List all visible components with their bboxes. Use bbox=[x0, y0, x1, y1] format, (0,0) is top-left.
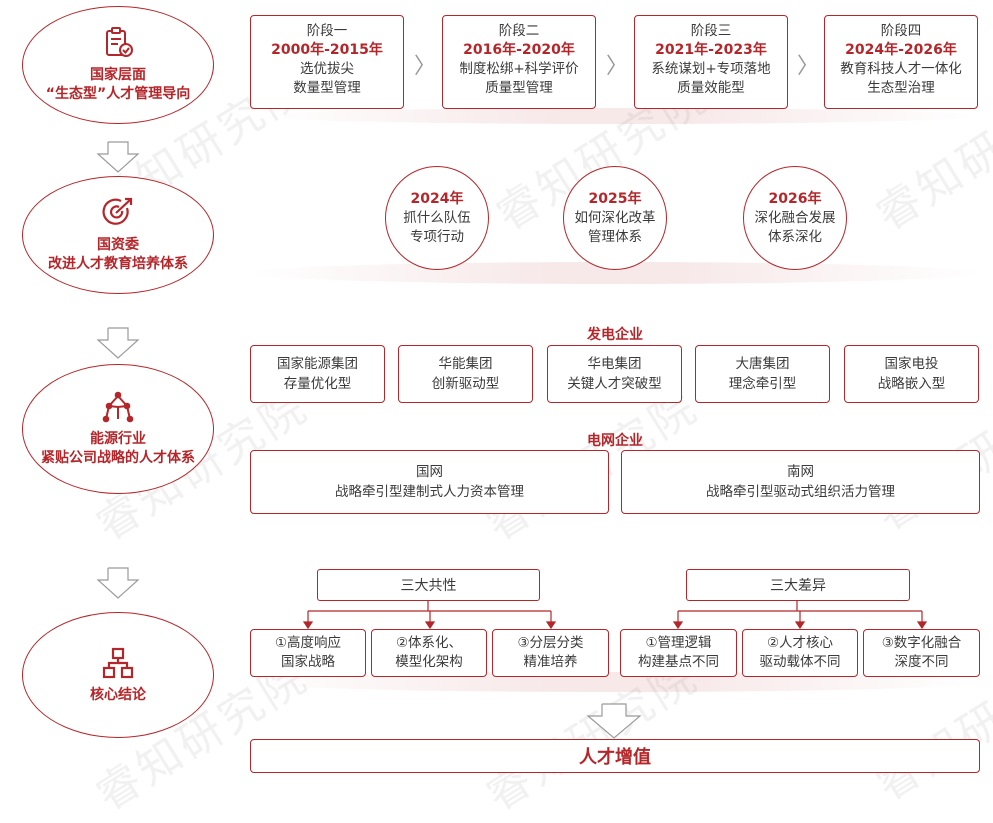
target-icon bbox=[102, 197, 133, 225]
stage-years: 2024年-2026年 bbox=[845, 42, 957, 58]
stage-years: 2021年-2023年 bbox=[655, 42, 767, 58]
stage-card: 阶段二 2016年-2020年 制度松绑+科学评价 质量型管理 bbox=[442, 15, 596, 109]
commons-title: 三大共性 bbox=[317, 569, 540, 601]
point-line: ②人才核心 bbox=[766, 635, 834, 651]
company-type: 存量优化型 bbox=[283, 376, 352, 392]
stage-line: 数量型管理 bbox=[293, 80, 361, 96]
down-arrow-icon bbox=[96, 327, 140, 359]
stage-line: 系统谋划+专项落地 bbox=[651, 61, 771, 77]
sidebar-conclusion: 核心结论 bbox=[22, 612, 214, 738]
final-result: 人才增值 bbox=[250, 739, 980, 773]
company-card: 国网 战略牵引型建制式人力资本管理 bbox=[250, 450, 609, 514]
stage-line: 制度松绑+科学评价 bbox=[459, 61, 579, 77]
company-card: 国家电投 战略嵌入型 bbox=[844, 345, 979, 403]
stage-line: 质量效能型 bbox=[677, 80, 745, 96]
point-line: 精准培养 bbox=[523, 654, 578, 670]
company-name: 国家电投 bbox=[884, 356, 939, 372]
org-chart-icon bbox=[102, 647, 134, 678]
circle-line: 体系深化 bbox=[768, 228, 822, 245]
circle-line: 专项行动 bbox=[410, 228, 464, 245]
down-arrow-icon bbox=[96, 141, 140, 173]
point-line: 构建基点不同 bbox=[638, 654, 719, 670]
point-line: 国家战略 bbox=[281, 654, 335, 670]
sidebar-national: 国家层面“生态型”人才管理导向 bbox=[22, 6, 214, 124]
company-card: 华能集团 创新驱动型 bbox=[398, 345, 533, 403]
company-type: 战略嵌入型 bbox=[877, 376, 946, 392]
point-line: 驱动载体不同 bbox=[759, 654, 841, 670]
point-line: ①管理逻辑 bbox=[645, 635, 712, 651]
company-name: 华能集团 bbox=[438, 356, 493, 372]
section-label-grid: 电网企业 bbox=[587, 433, 643, 449]
point-line: ③分层分类 bbox=[517, 635, 584, 651]
chevron-right-icon: 〉 bbox=[606, 54, 629, 79]
stage-line: 教育科技人才一体化 bbox=[840, 61, 962, 77]
stage-name: 阶段三 bbox=[690, 23, 732, 39]
sidebar-sasac: 国资委改进人才教育培养体系 bbox=[22, 176, 214, 294]
year-circle: 2024年 抓什么队伍 专项行动 bbox=[385, 166, 489, 270]
stage-years: 2016年-2020年 bbox=[463, 42, 575, 58]
year-circle: 2026年 深化融合发展 体系深化 bbox=[743, 166, 847, 270]
common-point-card: ①高度响应 国家战略 bbox=[250, 629, 366, 677]
clipboard-check-icon bbox=[106, 27, 133, 57]
company-type: 理念牵引型 bbox=[728, 376, 797, 392]
circle-line: 如何深化改革 bbox=[574, 209, 656, 226]
stage-name: 阶段二 bbox=[498, 23, 540, 39]
sidebar-title: 核心结论 bbox=[90, 686, 146, 703]
company-name: 大唐集团 bbox=[735, 356, 790, 372]
point-line: ②体系化、 bbox=[395, 635, 463, 651]
circle-line: 深化融合发展 bbox=[754, 209, 836, 226]
company-type: 战略牵引型驱动式组织活力管理 bbox=[706, 484, 895, 500]
stage-name: 阶段四 bbox=[880, 23, 922, 39]
stage-card: 阶段三 2021年-2023年 系统谋划+专项落地 质量效能型 bbox=[634, 15, 788, 109]
company-type: 关键人才突破型 bbox=[567, 376, 662, 392]
company-card: 南网 战略牵引型驱动式组织活力管理 bbox=[621, 450, 980, 514]
common-point-card: ③分层分类 精准培养 bbox=[492, 629, 609, 677]
point-line: 深度不同 bbox=[894, 654, 949, 670]
stage-line: 生态型治理 bbox=[867, 80, 935, 96]
circle-line: 抓什么队伍 bbox=[403, 209, 471, 226]
shadow-band bbox=[260, 108, 980, 124]
stage-line: 质量型管理 bbox=[485, 80, 553, 96]
sidebar-title: 国家层面“生态型”人才管理导向 bbox=[45, 67, 191, 102]
circle-year: 2026年 bbox=[768, 190, 822, 207]
network-nodes-icon bbox=[102, 391, 134, 423]
circle-line: 管理体系 bbox=[588, 228, 642, 245]
point-line: ③数字化融合 bbox=[881, 635, 962, 651]
company-card: 华电集团 关键人才突破型 bbox=[547, 345, 682, 403]
chevron-right-icon: 〉 bbox=[797, 54, 820, 79]
stage-card: 阶段四 2024年-2026年 教育科技人才一体化 生态型治理 bbox=[824, 15, 978, 109]
company-name: 南网 bbox=[787, 464, 814, 480]
shadow-band bbox=[250, 672, 980, 692]
company-name: 国家能源集团 bbox=[277, 356, 358, 372]
down-arrow-icon bbox=[96, 567, 140, 599]
company-card: 国家能源集团 存量优化型 bbox=[250, 345, 385, 403]
diff-point-card: ③数字化融合 深度不同 bbox=[863, 629, 980, 677]
stage-name: 阶段一 bbox=[306, 23, 348, 39]
year-circle: 2025年 如何深化改革 管理体系 bbox=[563, 166, 667, 270]
stage-card: 阶段一 2000年-2015年 选优拔尖 数量型管理 bbox=[250, 15, 404, 109]
company-name: 国网 bbox=[416, 464, 443, 480]
sidebar-title: 国资委改进人才教育培养体系 bbox=[48, 237, 188, 272]
circle-year: 2024年 bbox=[410, 190, 464, 207]
circle-year: 2025年 bbox=[588, 190, 642, 207]
point-line: ①高度响应 bbox=[274, 635, 342, 651]
company-type: 战略牵引型建制式人力资本管理 bbox=[335, 484, 524, 500]
diff-point-card: ②人才核心 驱动载体不同 bbox=[742, 629, 858, 677]
sidebar-energy: 能源行业紧贴公司战略的人才体系 bbox=[22, 364, 214, 494]
common-point-card: ②体系化、 模型化架构 bbox=[371, 629, 487, 677]
stage-line: 选优拔尖 bbox=[300, 61, 354, 77]
company-name: 华电集团 bbox=[587, 356, 642, 372]
stage-years: 2000年-2015年 bbox=[271, 42, 383, 58]
chevron-right-icon: 〉 bbox=[414, 54, 437, 79]
point-line: 模型化架构 bbox=[395, 654, 463, 670]
diffs-title: 三大差异 bbox=[686, 569, 910, 601]
section-label-power-gen: 发电企业 bbox=[587, 327, 643, 343]
company-type: 创新驱动型 bbox=[431, 376, 500, 392]
company-card: 大唐集团 理念牵引型 bbox=[695, 345, 830, 403]
diff-point-card: ①管理逻辑 构建基点不同 bbox=[620, 629, 737, 677]
sidebar-title: 能源行业紧贴公司战略的人才体系 bbox=[41, 431, 195, 466]
